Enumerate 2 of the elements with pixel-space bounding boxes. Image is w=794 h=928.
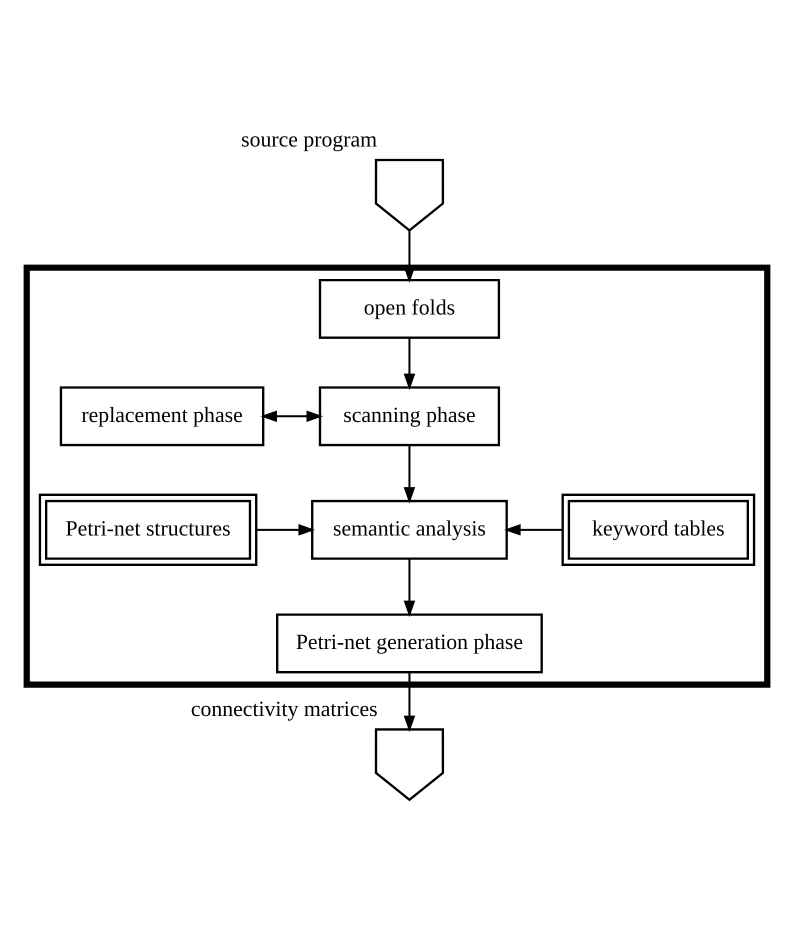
node-label: source program <box>241 127 378 152</box>
node-label: connectivity matrices <box>190 696 378 721</box>
